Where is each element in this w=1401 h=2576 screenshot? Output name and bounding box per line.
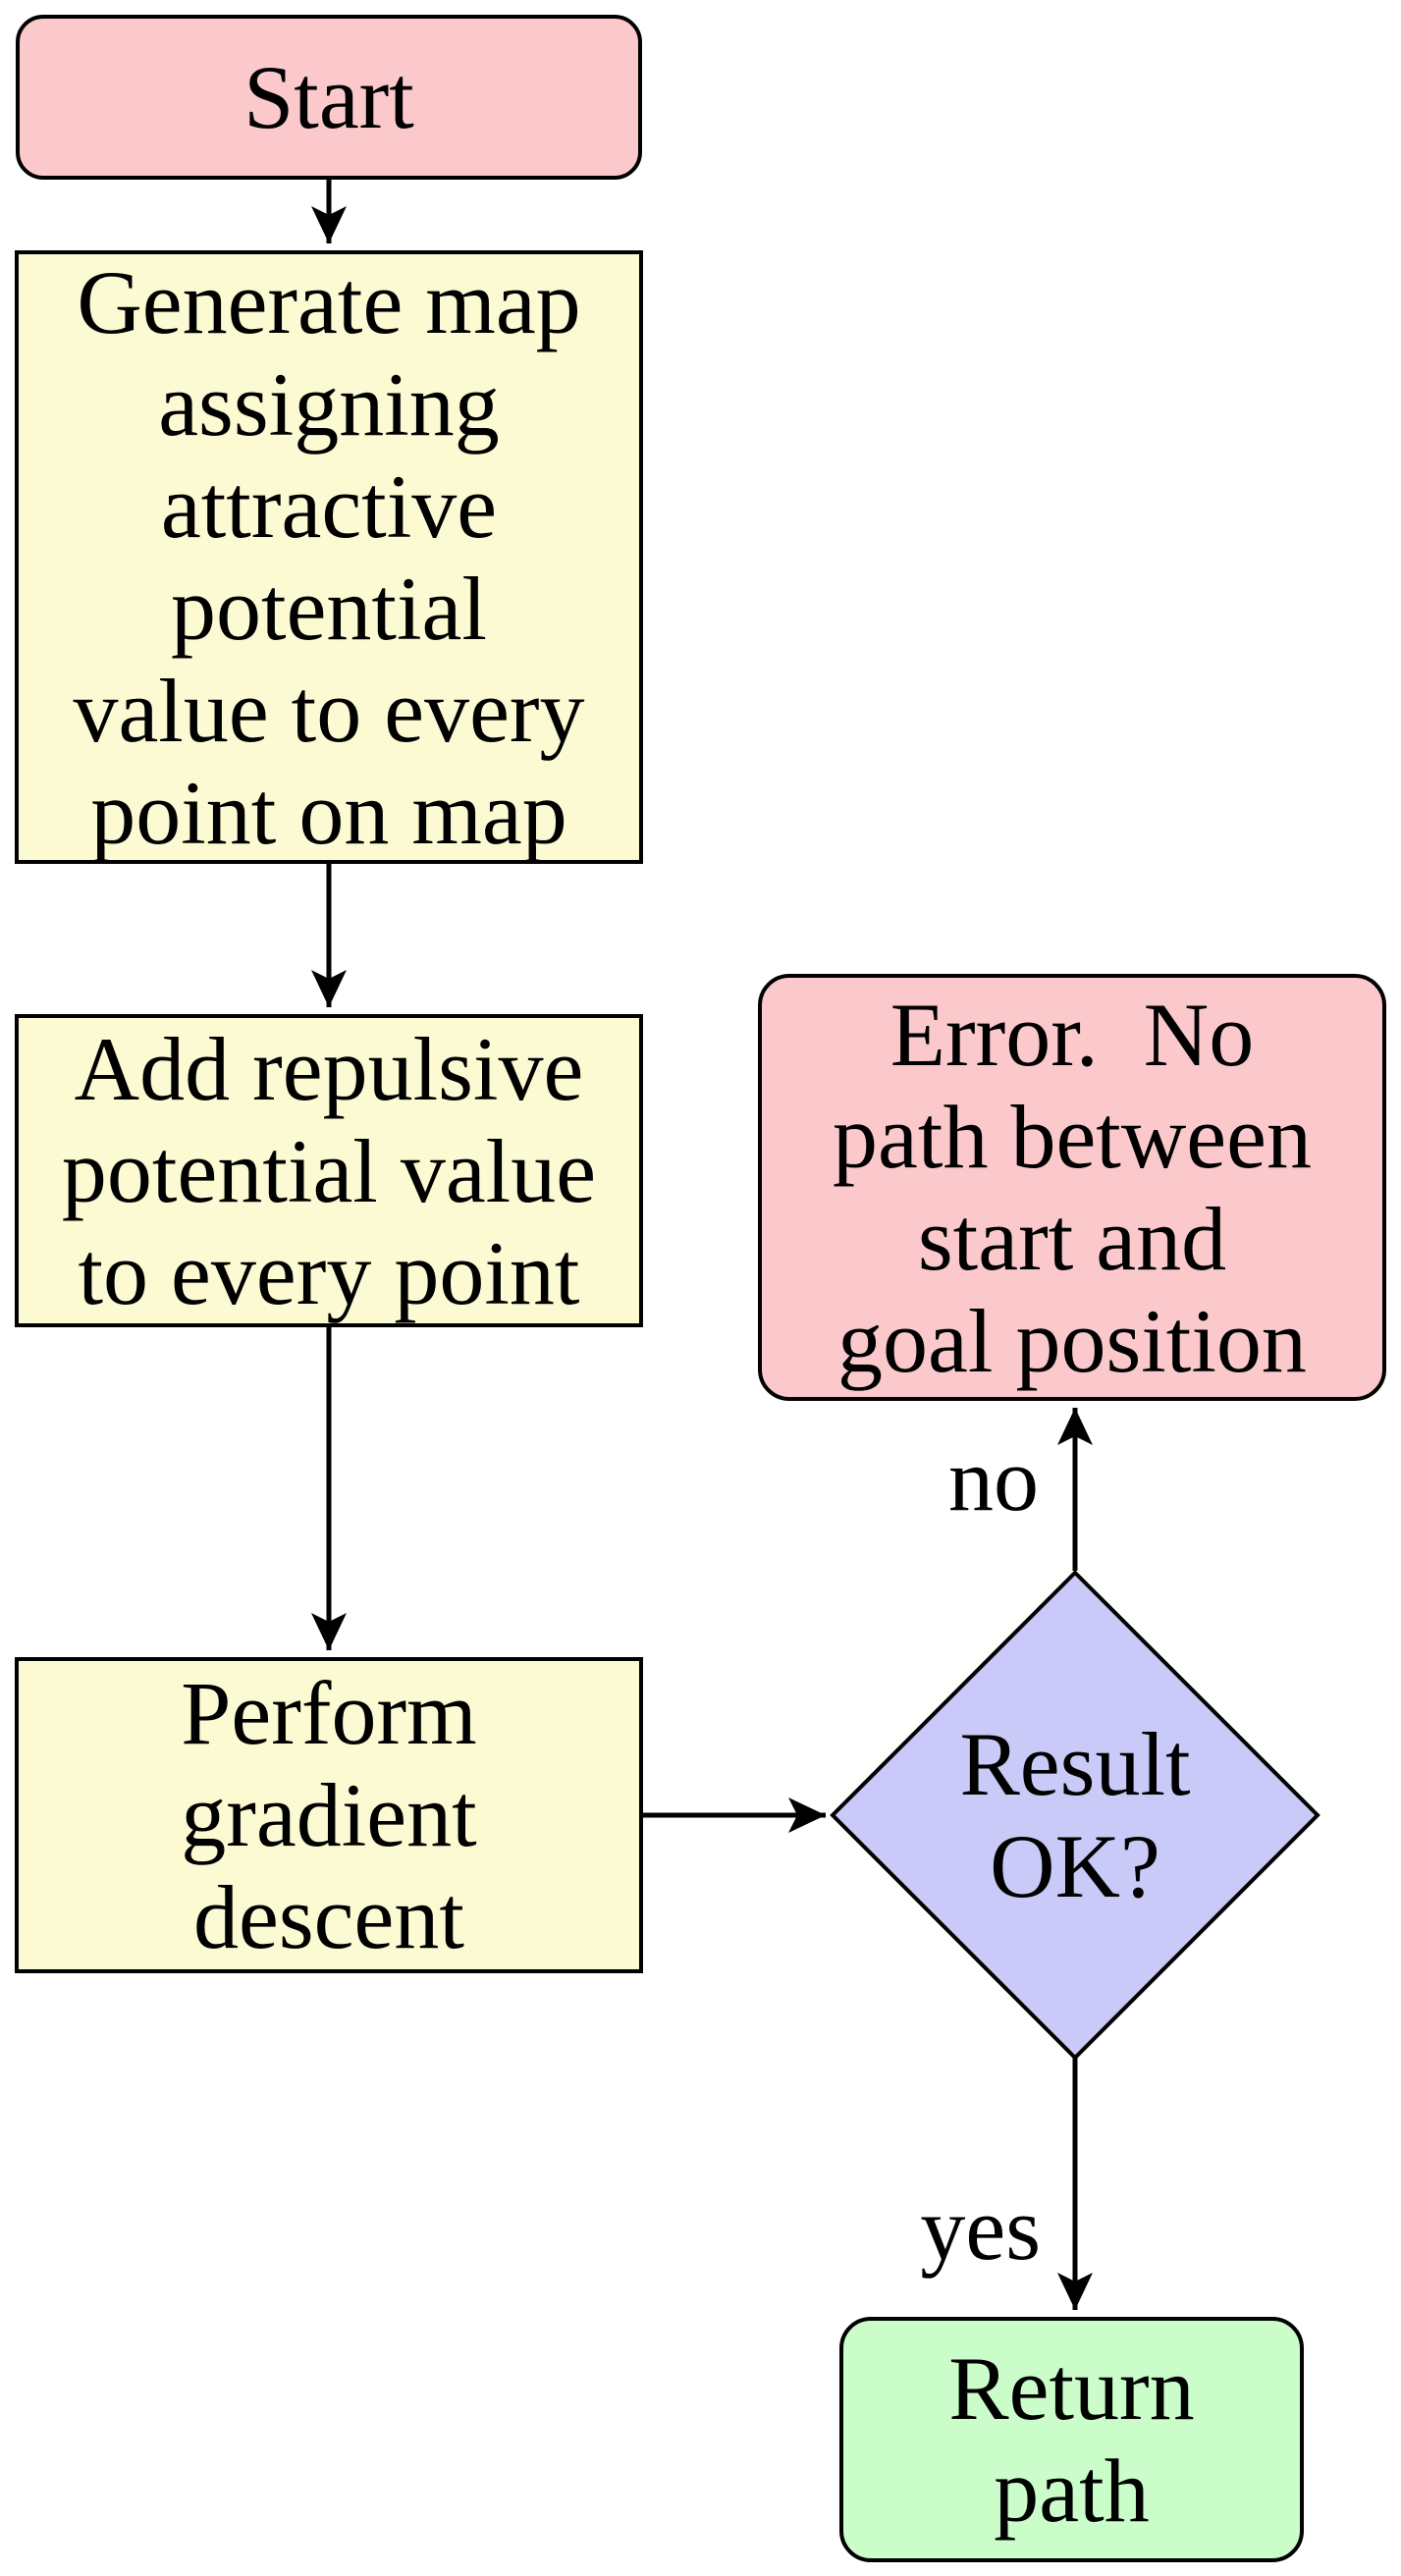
- node-return-path-label: Return path: [948, 2338, 1195, 2541]
- node-add-repulsive-label: Add repulsive potential value to every p…: [61, 1018, 597, 1323]
- node-generate-map-label: Generate map assigning attractive potent…: [73, 251, 585, 863]
- edge-label-yes: yes: [920, 2178, 1041, 2279]
- node-start-label: Start: [243, 47, 414, 147]
- node-generate-map: Generate map assigning attractive potent…: [15, 250, 643, 864]
- node-error: Error. No path between start and goal po…: [758, 974, 1386, 1401]
- node-return-path: Return path: [839, 2317, 1304, 2562]
- node-decision-result-ok: Result OK?: [833, 1573, 1318, 2058]
- node-gradient-descent-label: Perform gradient descent: [181, 1663, 477, 1967]
- node-add-repulsive: Add repulsive potential value to every p…: [15, 1014, 643, 1327]
- node-decision-label: Result OK?: [959, 1714, 1191, 1916]
- decision-diamond-shape: [830, 1570, 1320, 2061]
- node-start: Start: [16, 15, 642, 180]
- node-error-label: Error. No path between start and goal po…: [833, 984, 1312, 1391]
- edge-label-no: no: [948, 1429, 1039, 1530]
- node-gradient-descent: Perform gradient descent: [15, 1657, 643, 1973]
